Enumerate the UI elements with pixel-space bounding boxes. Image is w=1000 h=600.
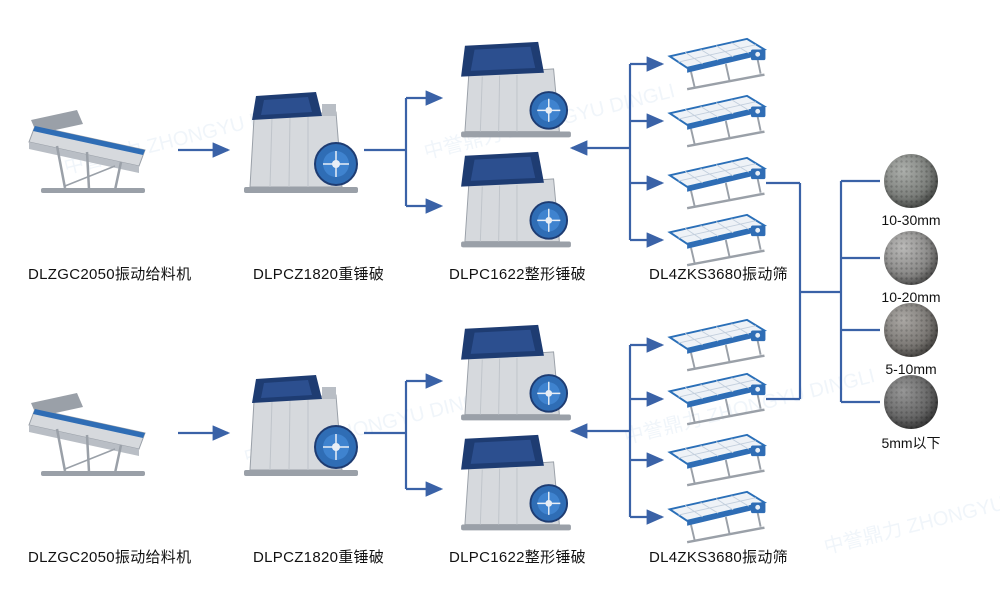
vibrating-screen-image-row2-1: [664, 316, 776, 374]
screen-label-row1: DL4ZKS3680振动筛: [649, 266, 788, 283]
product-aggregate-image-4: [884, 375, 938, 429]
shaper-label-row1: DLPC1622整形锤破: [449, 266, 586, 283]
vibrating-screen-image-row1-2: [664, 92, 776, 150]
product-collector-lines: [766, 179, 880, 404]
vibrating-screen-image-row1-4: [664, 211, 776, 269]
hammer-crusher-image-row2: [236, 371, 366, 486]
vibrating-screen-image-row1-1: [664, 35, 776, 93]
vibrating-screen-image-row1-3: [664, 154, 776, 212]
product-aggregate-image-2: [884, 231, 938, 285]
product-aggregate-image-3: [884, 303, 938, 357]
shaping-crusher-image-row2-b: [452, 433, 580, 539]
vibrating-feeder-image-row1: [25, 100, 175, 200]
product-size-label-3: 5-10mm: [885, 361, 937, 377]
watermark: 中誉鼎力 ZHONGYU DINGLI: [821, 475, 1000, 559]
shaping-crusher-image-row1-a: [452, 40, 580, 146]
crusher-label-row2: DLPCZ1820重锤破: [253, 549, 385, 566]
shaper-label-row2: DLPC1622整形锤破: [449, 549, 586, 566]
feeder-label-row2: DLZGC2050振动给料机: [28, 549, 192, 566]
shaping-crusher-image-row1-b: [452, 150, 580, 256]
vibrating-screen-image-row2-2: [664, 370, 776, 428]
product-aggregate-image-1: [884, 154, 938, 208]
hammer-crusher-image-row1: [236, 88, 366, 203]
product-size-label-1: 10-30mm: [881, 212, 941, 228]
product-size-label-2: 10-20mm: [881, 289, 941, 305]
shaping-crusher-image-row2-a: [452, 323, 580, 429]
vibrating-feeder-image-row2: [25, 383, 175, 483]
feeder-label-row1: DLZGC2050振动给料机: [28, 266, 192, 283]
vibrating-screen-image-row2-4: [664, 488, 776, 546]
screen-label-row2: DL4ZKS3680振动筛: [649, 549, 788, 566]
product-size-label-4: 5mm以下: [881, 435, 941, 451]
crusher-label-row1: DLPCZ1820重锤破: [253, 266, 385, 283]
vibrating-screen-image-row2-3: [664, 431, 776, 489]
